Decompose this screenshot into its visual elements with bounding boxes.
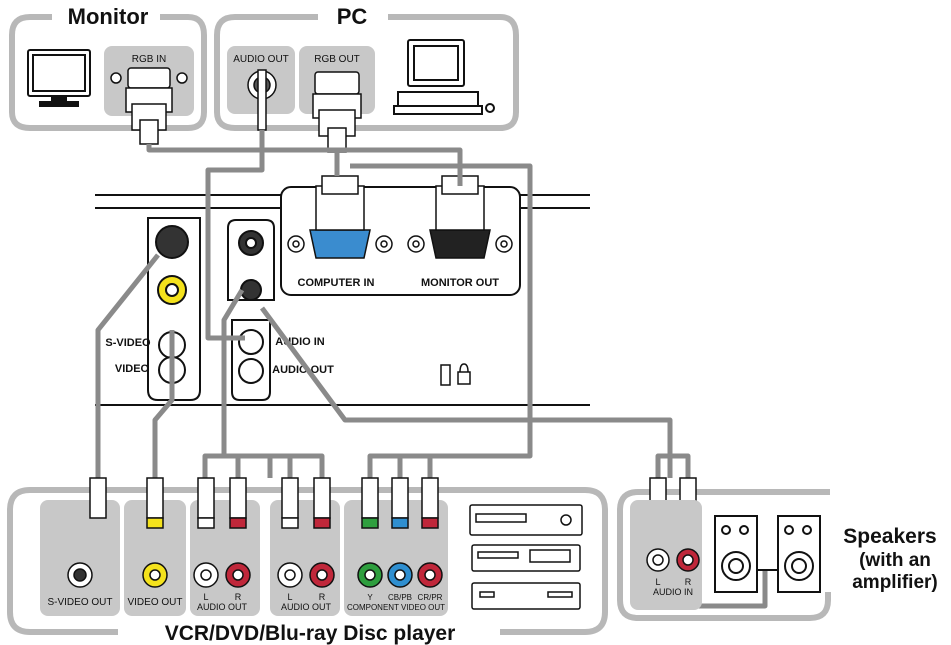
speakers-title: Speakers [843,525,936,548]
component-cb-label: CB/PB [388,593,412,602]
pc-audio-jack [247,69,277,131]
component-cr-label: CR/PR [418,593,443,602]
speaker-audio-in-label: AUDIO IN [653,587,693,597]
vcr-dvd-icons [469,504,583,610]
audio-ports [227,219,275,401]
audio-out-label: AUDIO OUT [272,364,334,376]
monitor-out-label: MONITOR OUT [421,277,499,289]
player-title: VCR/DVD/Blu-ray Disc player [165,622,456,645]
speakers-frame [617,489,831,621]
player-r-label-2: R [319,592,326,602]
video-out-label: VIDEO OUT [127,597,182,608]
rgb-out-connector [312,71,362,153]
player-audio-out-label-2: AUDIO OUT [281,602,332,612]
rgb-in-label: RGB IN [132,54,166,65]
monitor-title: Monitor [68,4,149,29]
s-video-label: S-VIDEO [105,337,151,349]
s-video-out-panel [40,500,120,616]
s-video-out-label: S-VIDEO OUT [47,597,112,608]
player-r-label-1: R [235,592,242,602]
cables [95,130,768,609]
player-l-label-2: L [287,592,292,602]
player-l-label-1: L [203,592,208,602]
speakers-subtitle-1: (with an [859,550,931,571]
video-label: VIDEO [115,363,150,375]
rgb-in-connector [110,67,188,145]
speaker-l-label: L [655,577,660,587]
pc-audio-out-label: AUDIO OUT [233,54,289,65]
video-out-panel [124,500,186,616]
player-frame [7,487,608,635]
speakers-subtitle-2: amplifier) [852,572,938,593]
security-slot-icon [440,363,471,386]
computer-in-port [287,175,393,259]
component-y-label: Y [367,593,373,602]
computer-in-label: COMPUTER IN [298,277,375,289]
player-audio-out-label-1: AUDIO OUT [197,602,248,612]
monitor-icon [27,49,91,107]
speaker-icons [714,515,821,593]
pc-icon [393,39,495,115]
component-video-out-label: COMPONENT VIDEO OUT [347,603,445,612]
pc-rgb-out-label: RGB OUT [314,54,360,65]
speaker-jacks [646,548,700,572]
player-jacks [67,562,443,588]
speaker-r-label: R [685,577,692,587]
monitor-frame [9,14,207,131]
pc-frame [214,14,519,131]
s-video-port [147,217,201,401]
pc-title: PC [337,4,368,29]
